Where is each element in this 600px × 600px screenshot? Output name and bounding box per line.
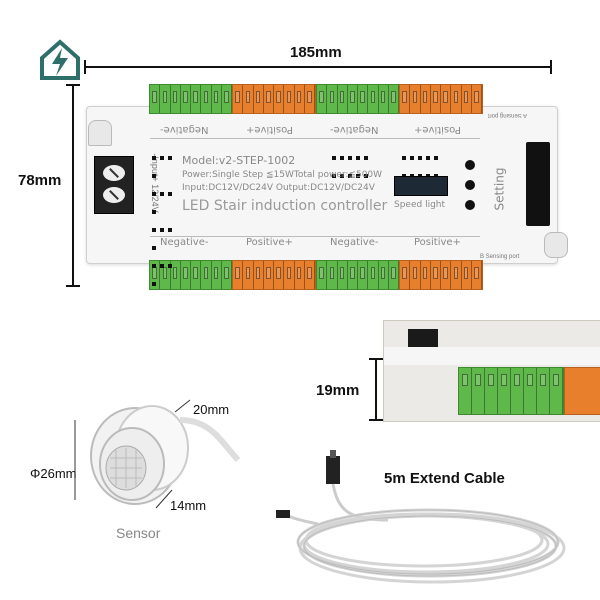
- negative-label-bottom-2: Negative-: [330, 237, 379, 248]
- speed-light-label: Speed light: [394, 200, 446, 210]
- power-text: Power:Single Step ≦15WTotal power:≦500W: [182, 170, 383, 180]
- positive-label-bottom-1: Positive+: [246, 237, 293, 248]
- setting-button-2[interactable]: [465, 180, 475, 190]
- negative-label-bottom-1: Negative-: [160, 237, 209, 248]
- indicator-dots-middle: [330, 148, 370, 184]
- screw-icon: [103, 187, 125, 203]
- length-label: 185mm: [290, 44, 342, 61]
- height-label: 19mm: [316, 382, 360, 399]
- setting-button-3[interactable]: [465, 200, 475, 210]
- setting-button-1[interactable]: [465, 160, 475, 170]
- negative-label-top-2: Negative-: [330, 124, 379, 135]
- terminal-block-top-1: [149, 84, 233, 114]
- sensor-drawing: [60, 390, 241, 520]
- side-view-orange-terminal: [564, 367, 600, 415]
- house-lightning-icon: [40, 39, 80, 80]
- width-dimension-line: [72, 84, 74, 286]
- positive-label-top-2: Positive+: [414, 124, 461, 135]
- screw-icon: [103, 165, 125, 181]
- sensor-caption: Sensor: [116, 525, 161, 541]
- side-view-board: [383, 320, 600, 422]
- io-text: Input:DC12V/DC24V Output:DC12V/DC24V: [182, 183, 375, 193]
- a-sensing-port-label: A Sensing port: [488, 112, 528, 118]
- positive-label-bottom-2: Positive+: [414, 237, 461, 248]
- brand-logo: [38, 38, 82, 82]
- indicator-dots-left: [150, 148, 180, 292]
- side-view-input-connector: [408, 329, 438, 351]
- negative-label-top-1: Negative-: [160, 124, 209, 135]
- positive-label-top-1: Positive+: [246, 124, 293, 135]
- extension-cable-drawing: [268, 450, 568, 590]
- b-sensing-port-label: B Sensing port: [480, 254, 520, 260]
- mounting-tab-right: [544, 232, 568, 258]
- terminal-block-bottom-4: [399, 260, 483, 290]
- controller-title: LED Stair induction controller: [182, 198, 388, 214]
- sensor-diameter-label: Φ26mm: [30, 466, 77, 481]
- terminal-block-bottom-2: [232, 260, 316, 290]
- terminal-block-bottom-3: [316, 260, 400, 290]
- side-view-green-terminal: [458, 367, 564, 415]
- terminal-block-top-2: [232, 84, 316, 114]
- model-text: Model:v2-STEP-1002: [182, 154, 296, 167]
- sensor-length-label: 14mm: [170, 498, 207, 513]
- cable-caption: 5m Extend Cable: [384, 470, 505, 487]
- mounting-tab-left: [88, 120, 112, 146]
- width-label: 78mm: [18, 172, 62, 189]
- sensor-port-socket: [526, 142, 550, 226]
- power-input-connector: [94, 156, 134, 214]
- terminal-block-top-3: [316, 84, 400, 114]
- sensor-depth-label: 20mm: [193, 402, 230, 417]
- length-dimension-line: [86, 66, 552, 68]
- setting-label: Setting: [492, 167, 507, 211]
- controller-board: [86, 106, 558, 264]
- height-dimension-line: [375, 358, 377, 420]
- terminal-block-top-4: [399, 84, 483, 114]
- speed-light-display: [394, 176, 448, 196]
